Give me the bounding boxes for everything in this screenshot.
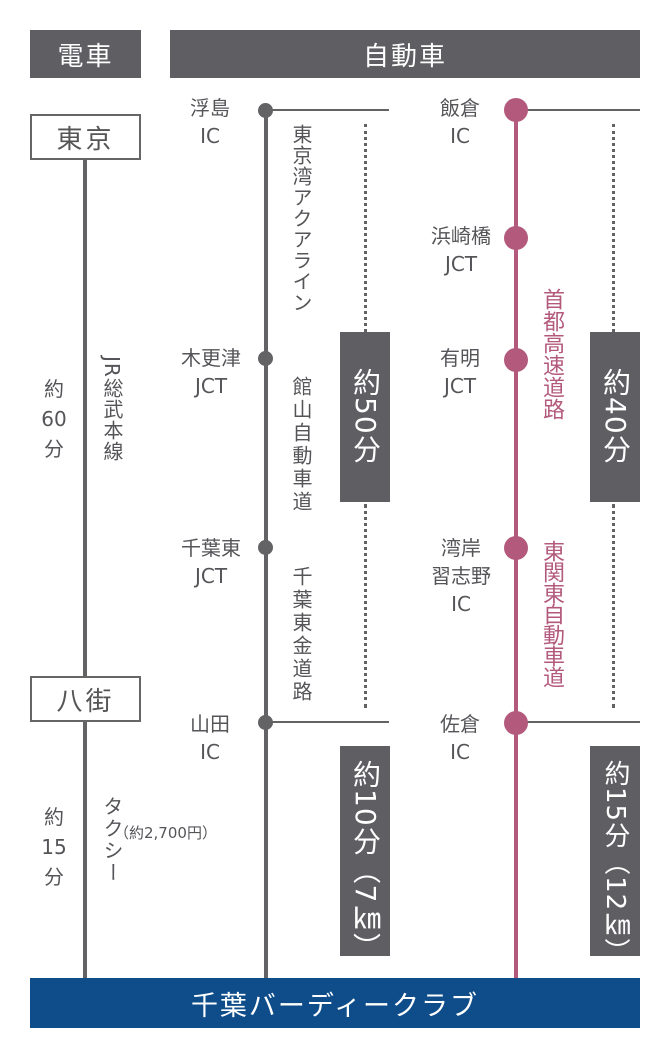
route2-time-box: 約40分 — [590, 332, 640, 502]
route1-stop-dot — [258, 351, 273, 366]
road-chibatogane: 千葉東金道路 — [289, 566, 313, 704]
route1-last-time-label: 約10分（7㎞） — [349, 760, 382, 962]
road-tateyama: 館山自動車道 — [289, 376, 313, 514]
route2-top-connector — [516, 109, 640, 111]
car-header-label: 自動車 — [362, 41, 447, 72]
station-tokyo-label: 東京 — [56, 124, 115, 155]
route2-last-time-box: 約15分（12㎞） — [590, 746, 640, 966]
road-higashikanto: 東関東自動車道 — [539, 540, 564, 687]
route2-time-label: 約40分 — [599, 368, 632, 464]
taxi-label: タクシー — [100, 796, 124, 884]
taxi-fare: （約2,700円） — [114, 824, 217, 842]
taxi-line — [83, 722, 87, 978]
jr-line-label: JR総武本線 — [100, 356, 124, 462]
route1-dotted-bottom — [364, 504, 367, 708]
route2-bottom-connector — [516, 721, 640, 723]
car-header: 自動車 — [170, 30, 640, 78]
road-shuto-expressway: 首都高速道路 — [539, 288, 564, 420]
station-yachimata: 八街 — [30, 676, 141, 722]
route1-top-connector — [266, 109, 389, 111]
route2-stop-dot — [504, 711, 528, 735]
route2-last-time-label: 約15分（12㎞） — [600, 760, 630, 966]
destination-label: 千葉バーディークラブ — [190, 990, 480, 1022]
route1-time-box: 約50分 — [340, 332, 390, 502]
road-aqualine: 東京湾アクアライン — [289, 124, 313, 313]
route1-last-time-box: 約10分（7㎞） — [340, 746, 390, 962]
train-line-jr — [83, 160, 87, 676]
route1-stop-dot — [258, 540, 273, 555]
station-tokyo: 東京 — [30, 114, 141, 160]
train-header-label: 電車 — [57, 41, 114, 72]
route1-bottom-connector — [266, 721, 389, 723]
train-header: 電車 — [30, 30, 141, 78]
route2-dotted-top — [612, 124, 615, 332]
route2-stop-dot — [504, 98, 528, 122]
destination-banner: 千葉バーディークラブ — [30, 978, 640, 1028]
route1-stop-dot — [258, 715, 273, 730]
route2-stop-dot — [504, 226, 528, 250]
route2-dotted-bottom — [612, 504, 615, 708]
station-yachimata-label: 八街 — [56, 686, 115, 717]
route1-dotted-top — [364, 124, 367, 332]
route1-time-label: 約50分 — [349, 368, 382, 464]
route2-stop-dot — [504, 348, 528, 372]
route1-stop-dot — [258, 103, 273, 118]
route2-stop-dot — [504, 536, 528, 560]
